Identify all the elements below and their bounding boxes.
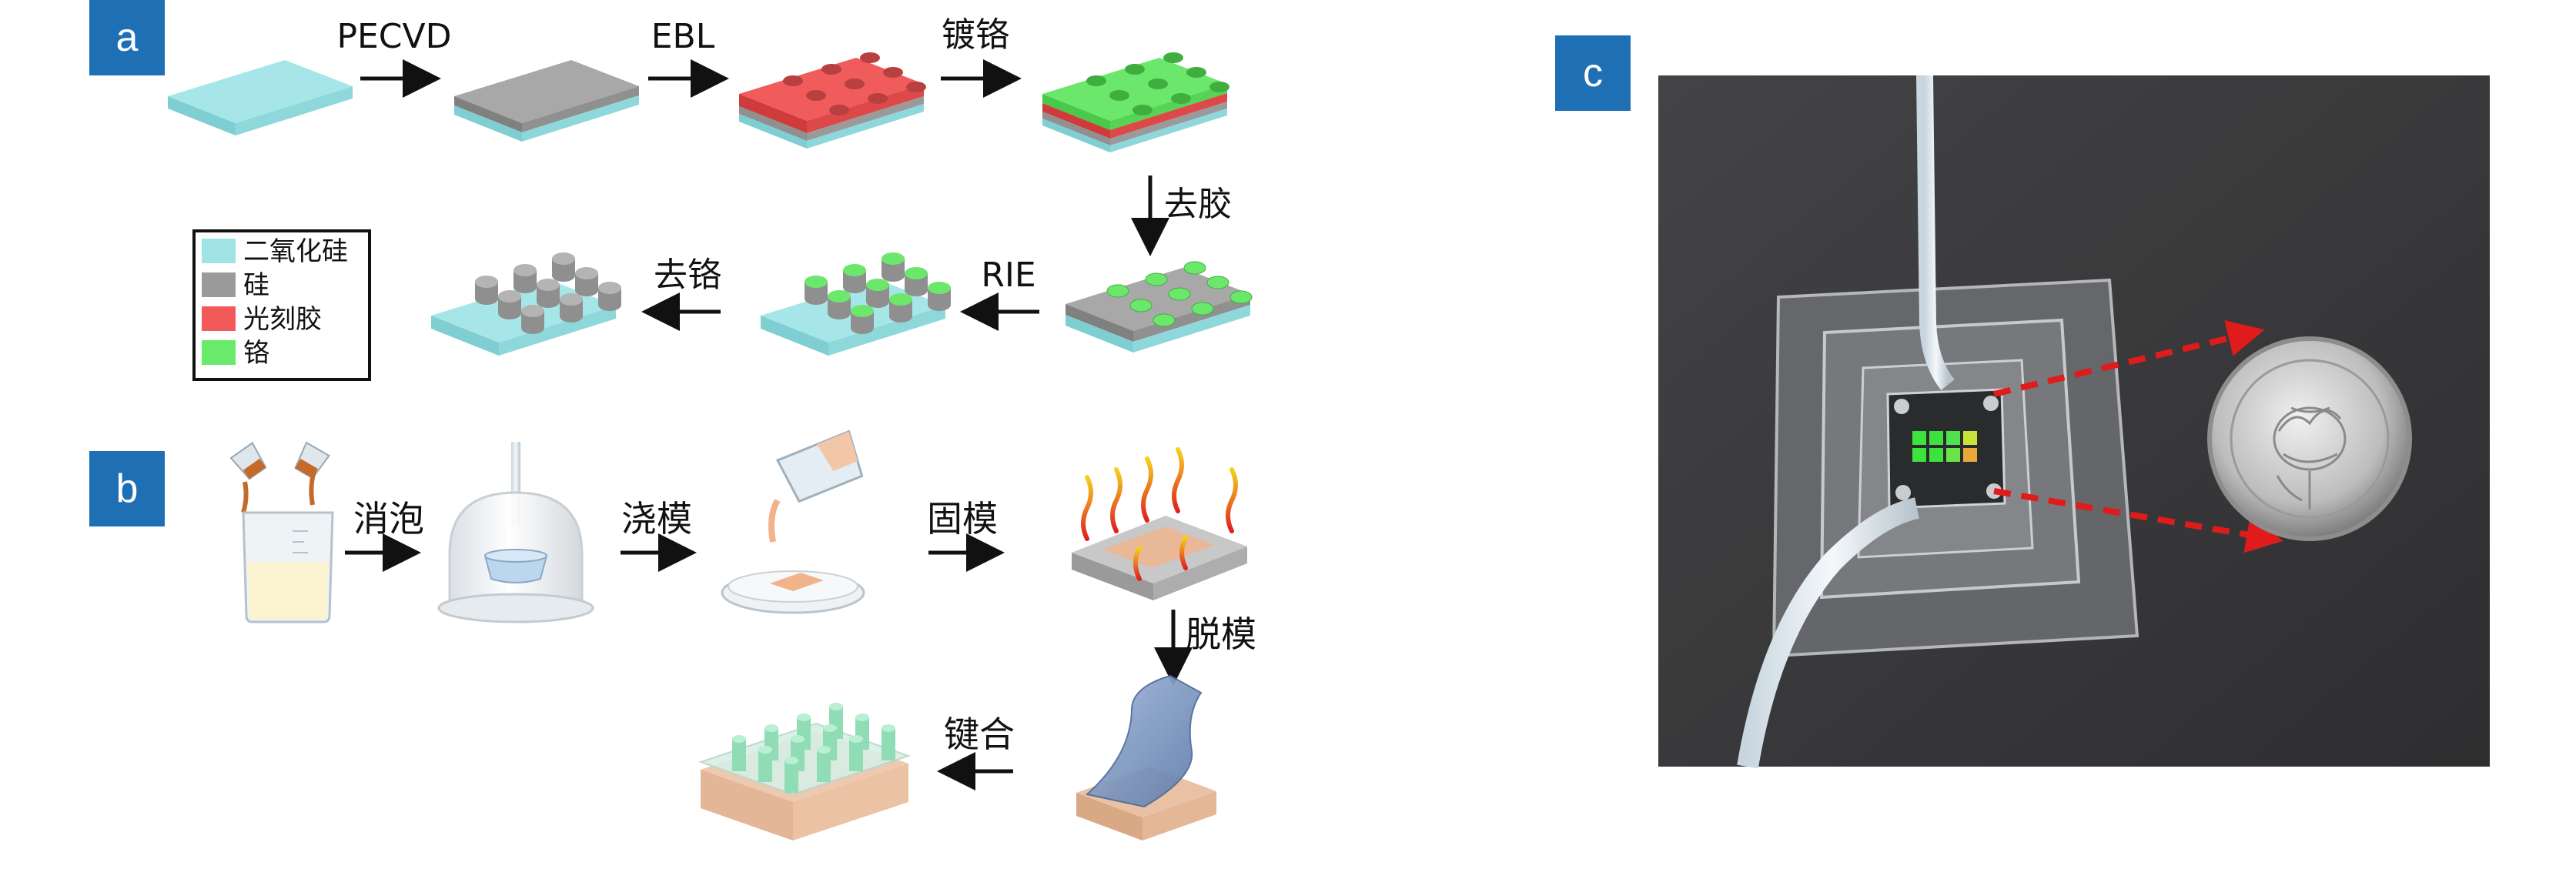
si-pillar [537, 279, 560, 308]
svg-text:硅: 硅 [243, 270, 269, 301]
pillar-with-cr-cap [889, 293, 912, 323]
panel-a: a PECVD EBL [89, 0, 1253, 381]
wafer-si-pillars [431, 252, 621, 356]
wafer-sio2 [168, 60, 353, 135]
curing-hotplate-icon [1072, 447, 1247, 600]
step-demold-label: 脱模 [1186, 613, 1256, 655]
pillar-with-cr-cap [928, 282, 951, 311]
panel-b: b 消泡 [89, 429, 1256, 841]
svg-text:光刻胶: 光刻胶 [243, 304, 322, 335]
panel-b-label: b [116, 466, 139, 511]
pillar-with-cr-cap [905, 267, 928, 296]
zoom-arrow-lower [1993, 488, 2283, 553]
step-pour-label: 浇模 [621, 498, 692, 540]
panel-b-badge [89, 451, 165, 526]
nanopillar-array [1912, 431, 1977, 462]
step-cr-plating-label: 镀铬 [942, 15, 1009, 55]
step-ebl-label: EBL [651, 17, 715, 56]
si-pillar [498, 290, 521, 319]
pillar-with-cr-cap [843, 264, 866, 293]
panel-c-label: c [1583, 51, 1603, 95]
panel-c: c [1555, 35, 2490, 769]
si-pillar [598, 282, 621, 311]
chip-pillar [882, 724, 895, 760]
pouring-into-dish-icon [721, 429, 865, 614]
step-strip-resist-label: 去胶 [1164, 185, 1232, 224]
pillar-with-cr-cap [805, 276, 828, 305]
si-pillar [552, 252, 575, 282]
chip-pillar [758, 746, 772, 782]
step-degas-label: 消泡 [353, 498, 424, 540]
chip-pillar [785, 757, 798, 793]
step-cure-label: 固模 [927, 498, 998, 540]
vacuum-bell-jar-icon [437, 442, 594, 623]
legend-item-sio2: 二氧化硅 [202, 236, 348, 267]
wafer-pillars-with-chromium [761, 252, 951, 356]
wafer-photoresist [739, 52, 926, 149]
coin-reference [2207, 336, 2412, 541]
zoom-arrow-upper [1993, 320, 2265, 397]
step-pecvd-label: PECVD [336, 17, 451, 56]
wafer-chromium-dots [1066, 261, 1253, 353]
pillar-with-cr-cap [866, 279, 889, 308]
chip-pillar [732, 735, 746, 771]
legend-item-photoresist: 光刻胶 [202, 304, 322, 335]
demolding-peel-icon [1076, 674, 1216, 841]
si-pillar [575, 267, 598, 296]
panel-a-badge [89, 0, 165, 75]
legend-item-si: 硅 [202, 270, 269, 301]
panel-a-label: a [116, 15, 139, 60]
step-bond-label: 键合 [944, 714, 1015, 755]
wafer-chromium-coated [1042, 52, 1229, 152]
beaker-mixing-icon [229, 441, 334, 623]
svg-text:铬: 铬 [243, 338, 269, 369]
wafer-si-on-sio2 [454, 60, 639, 142]
si-pillar [514, 264, 537, 293]
legend: 二氧化硅 硅 光刻胶 铬 [192, 229, 371, 381]
pillar-with-cr-cap [828, 290, 851, 319]
pillar-with-cr-cap [851, 305, 874, 334]
step-remove-cr-label: 去铬 [654, 256, 721, 295]
si-pillar [560, 293, 583, 323]
bonded-chip-icon [698, 703, 912, 841]
chip-pillar [849, 735, 863, 771]
panel-c-badge [1555, 35, 1631, 111]
si-pillar [521, 305, 544, 334]
si-pillar [475, 276, 498, 305]
device-photo [1658, 75, 2490, 769]
legend-item-chromium: 铬 [202, 338, 269, 369]
pillar-with-cr-cap [882, 252, 905, 282]
step-rie-label: RIE [981, 256, 1035, 295]
chip-pillar [817, 746, 831, 782]
svg-text:二氧化硅: 二氧化硅 [243, 236, 348, 267]
